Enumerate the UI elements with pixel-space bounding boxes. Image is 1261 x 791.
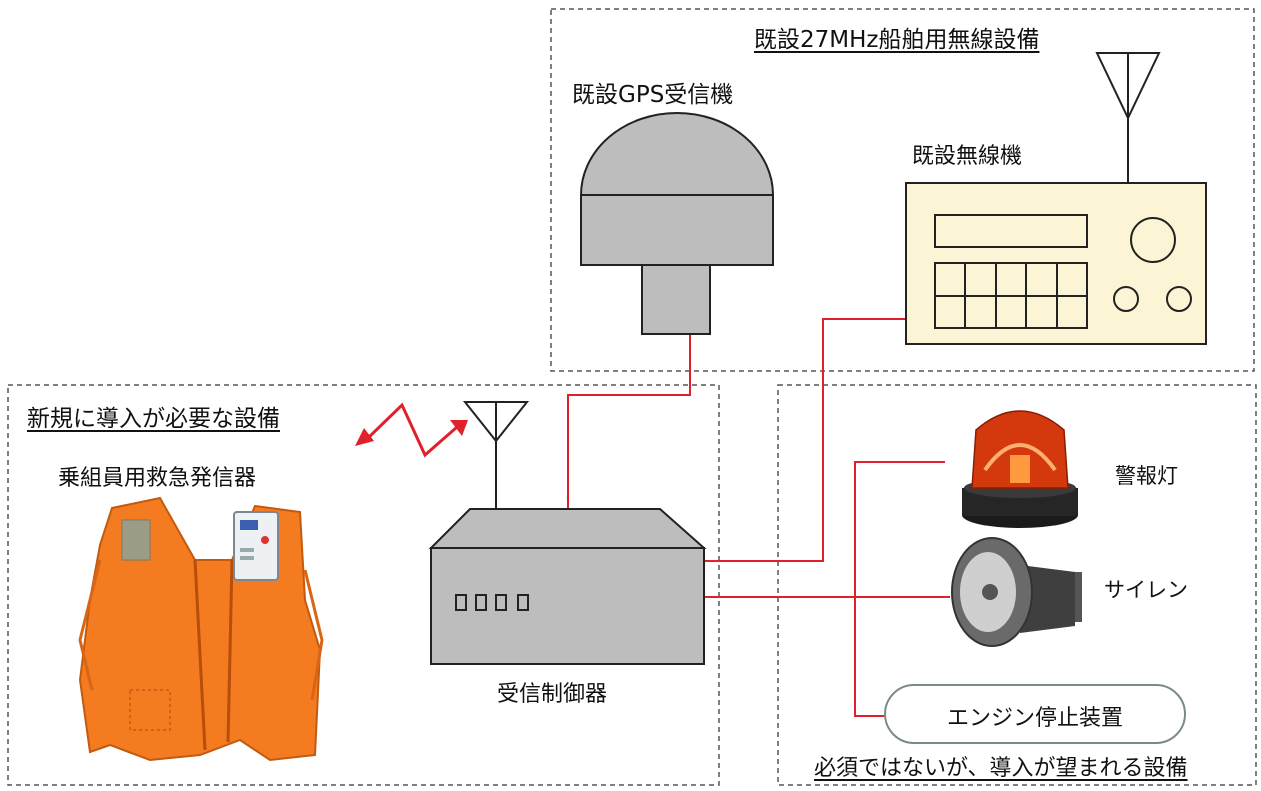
gps-to-controller-line <box>567 334 691 508</box>
wireless-arrowheads <box>355 420 468 446</box>
existing-radio-group-title: 既設27MHz船舶用無線設備 <box>754 27 1040 53</box>
gps-receiver-label: 既設GPS受信機 <box>572 82 734 108</box>
warning-light-to-engine-line <box>854 461 945 717</box>
controller-label: 受信制御器 <box>497 682 608 707</box>
radio-label: 既設無線機 <box>912 144 1023 169</box>
radio-to-controller-line <box>704 318 906 562</box>
controller-icon <box>428 401 707 665</box>
new-equipment-group-box <box>7 384 720 786</box>
existing-radio-group-box <box>550 8 1255 372</box>
recommended-group-title: 必須ではないが、導入が望まれる設備 <box>814 756 1188 781</box>
wireless-signal-icon <box>366 402 458 458</box>
engine-stop-pill <box>884 684 1186 744</box>
warning-light-image <box>962 410 1078 528</box>
gps-receiver-icon <box>579 112 775 335</box>
new-equipment-group-title: 新規に導入が必要な設備 <box>27 406 280 432</box>
life-jacket-beacon-image <box>78 496 324 762</box>
radio-icon <box>905 52 1207 345</box>
siren-label: サイレン <box>1104 578 1188 602</box>
engine-stop-label: エンジン停止装置 <box>946 706 1123 731</box>
warning-light-label: 警報灯 <box>1115 464 1178 488</box>
recommended-equipment-group-box <box>777 384 1257 786</box>
connection-lines <box>567 318 950 717</box>
siren-image <box>951 537 1082 647</box>
beacon-label: 乗組員用救急発信器 <box>58 466 257 491</box>
